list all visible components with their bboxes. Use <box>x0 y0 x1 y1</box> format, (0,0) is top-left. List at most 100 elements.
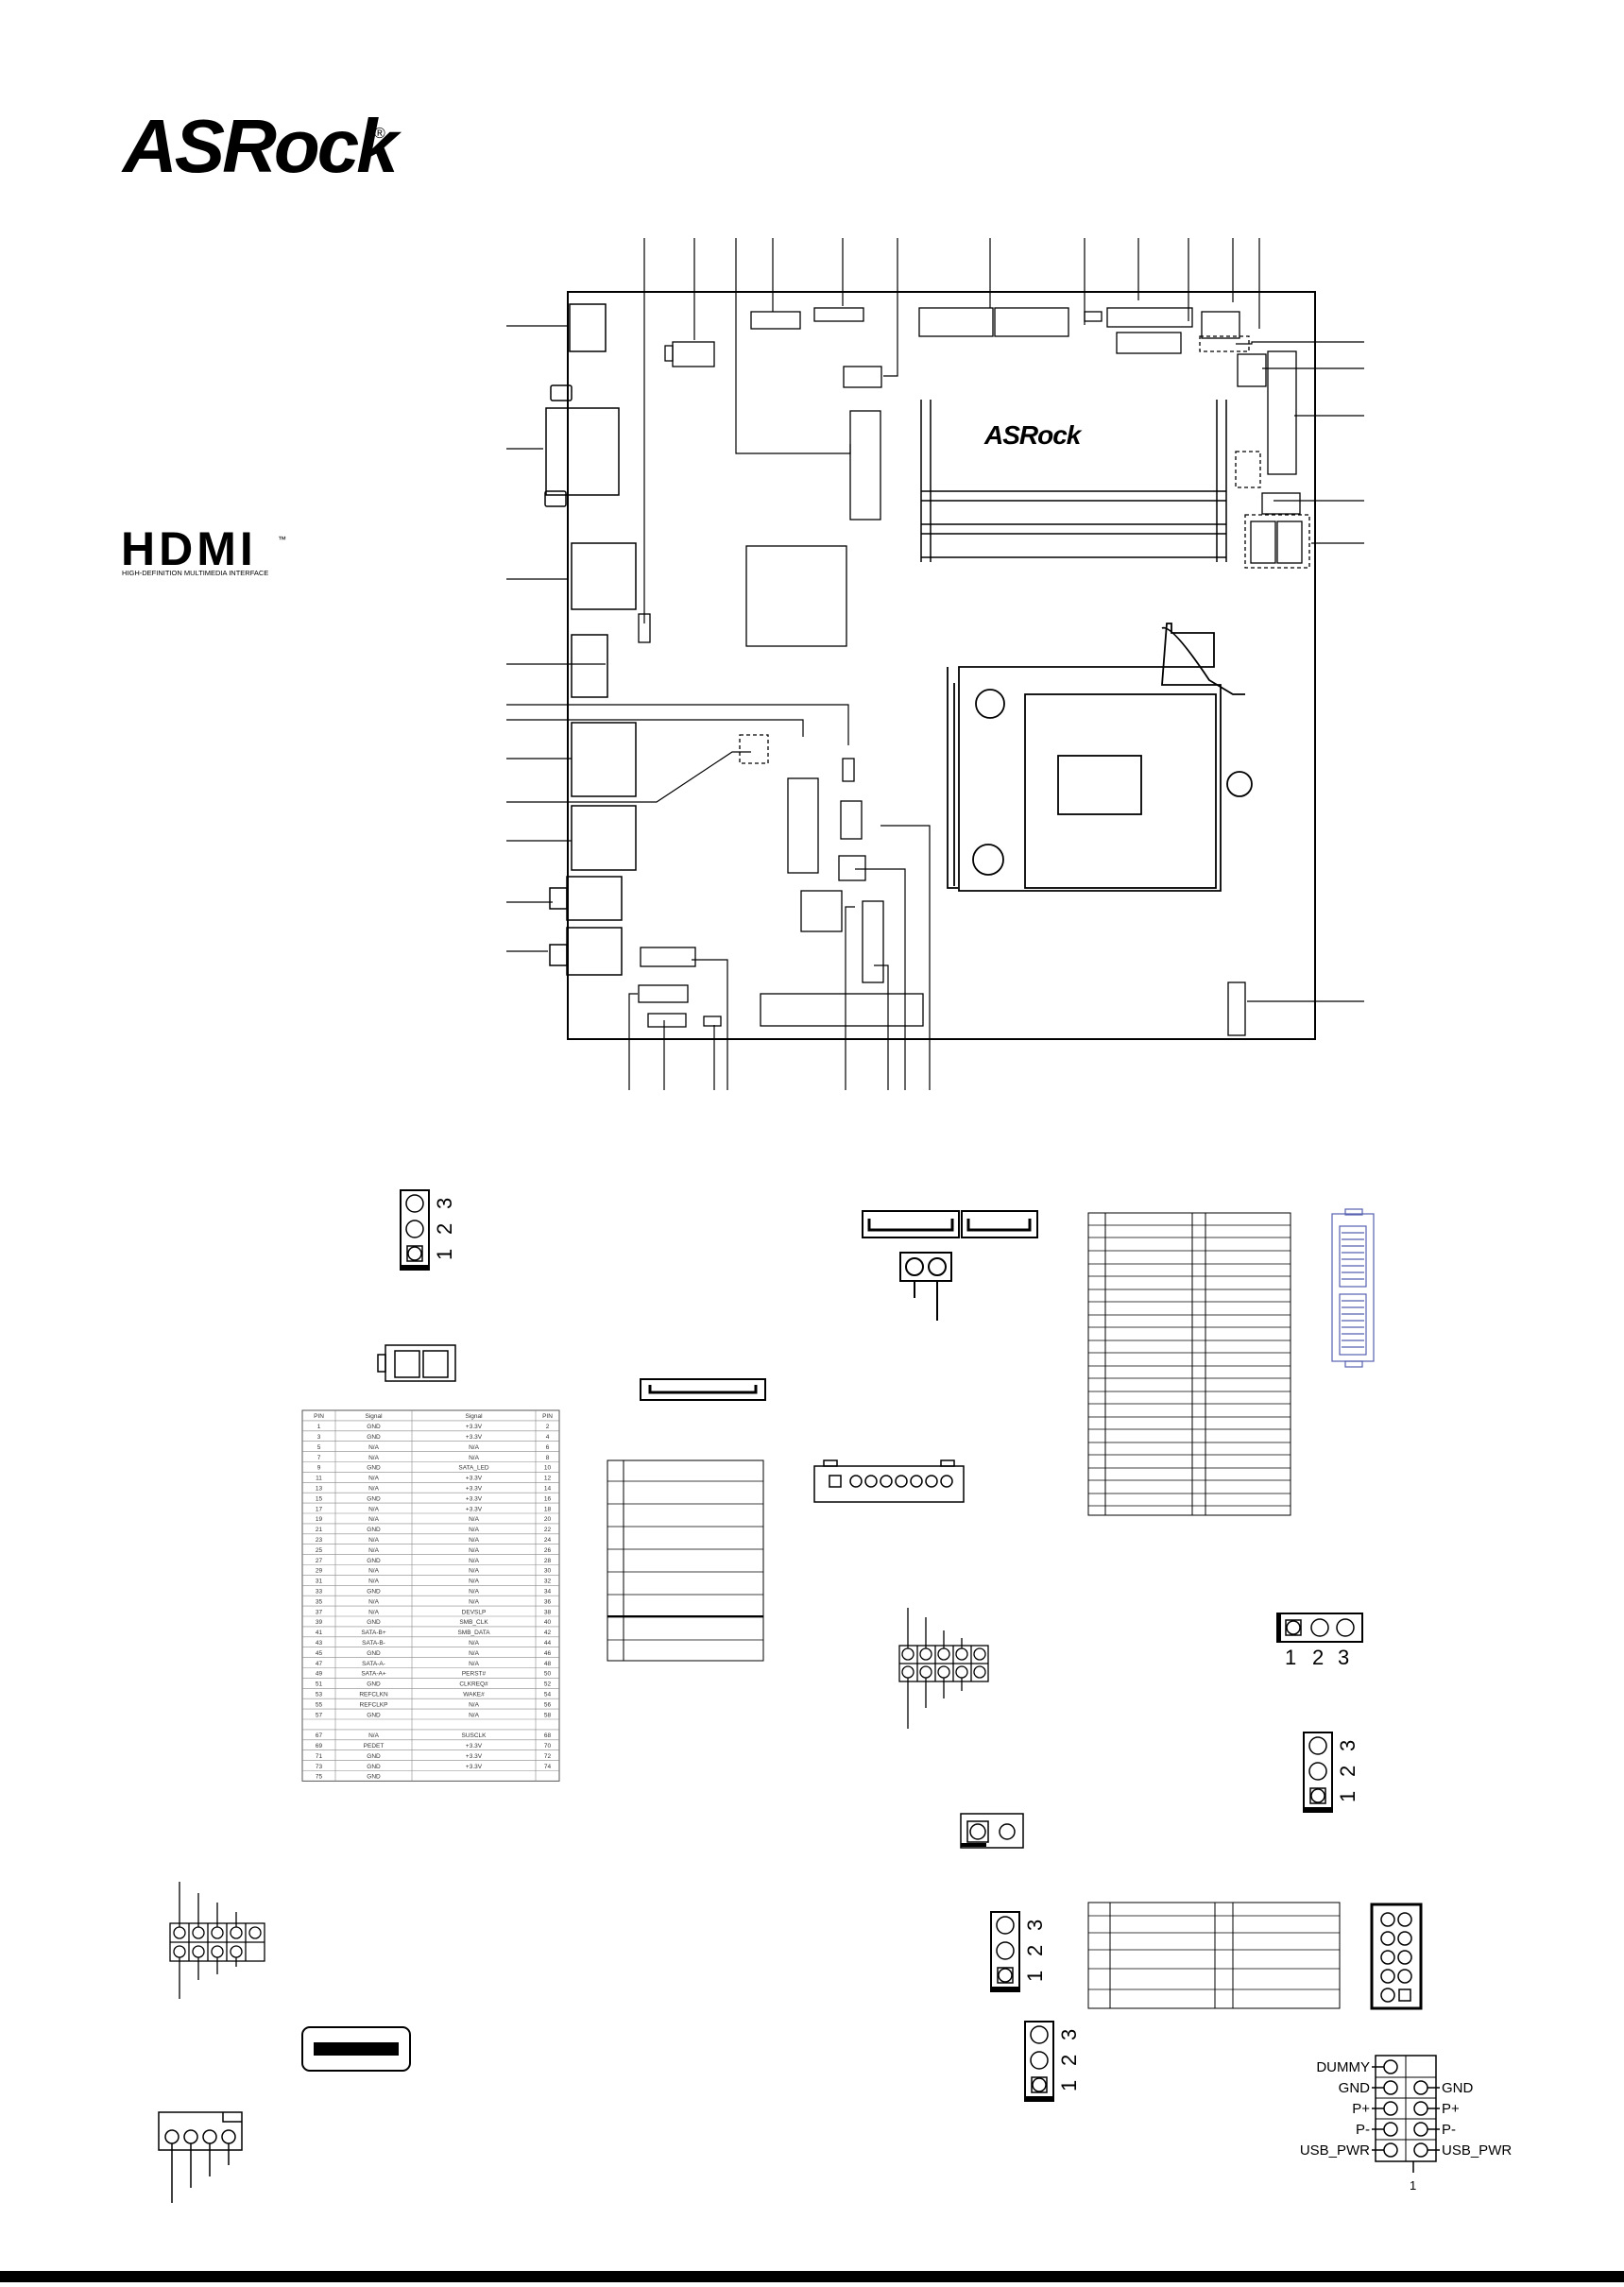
table-cell: 20 <box>544 1516 552 1523</box>
table-cell: N/A <box>469 1712 480 1718</box>
table-header-cell: PIN <box>542 1413 553 1420</box>
table-cell: +3.3V <box>466 1476 483 1482</box>
table-cell: 11 <box>316 1476 322 1482</box>
table-cell: N/A <box>469 1598 480 1605</box>
table-cell: 33 <box>316 1588 323 1595</box>
table-cell: 18 <box>544 1506 552 1512</box>
table-cell: N/A <box>368 1598 380 1605</box>
pin-label-v-c3: 3 <box>1023 1920 1047 1931</box>
asrock-logo: ASRock ® <box>121 104 404 188</box>
vga-port <box>545 407 620 496</box>
table-cell: PERST# <box>462 1671 487 1678</box>
table-cell: N/A <box>368 1506 380 1512</box>
hdmi-port <box>571 634 608 698</box>
right-pin-table <box>1087 1212 1291 1516</box>
usb-port-a <box>571 542 637 610</box>
pin-label-3: 3 <box>1338 1646 1349 1669</box>
table-cell: SMB_CLK <box>459 1619 488 1626</box>
table-cell: SATA-A+ <box>361 1671 386 1678</box>
so-dimm-slot <box>1267 350 1297 475</box>
pin-label-v-d1: 1 <box>1057 2080 1081 2091</box>
table-cell: GND <box>367 1681 381 1688</box>
pin-label-v-b1: 1 <box>1336 1791 1359 1802</box>
table-cell: 55 <box>316 1701 323 1708</box>
power-header-10pin <box>1370 1903 1423 2010</box>
table-cell: 45 <box>316 1650 323 1657</box>
table-cell: +3.3V <box>466 1506 483 1512</box>
table-cell: 34 <box>544 1588 552 1595</box>
bottom-callout-lines <box>628 825 931 1090</box>
table-cell: SATA-A- <box>362 1661 385 1667</box>
table-cell: 67 <box>316 1732 323 1739</box>
header-right-bottom <box>1227 981 1246 1036</box>
table-header-cell: PIN <box>314 1413 324 1420</box>
table-cell: 72 <box>544 1753 552 1760</box>
table-cell: GND <box>367 1424 381 1430</box>
table-cell: 21 <box>316 1527 323 1533</box>
table-cell: 9 <box>317 1465 321 1472</box>
table-cell: N/A <box>368 1485 380 1492</box>
table-cell: 30 <box>544 1568 552 1575</box>
table-cell: 48 <box>544 1661 552 1667</box>
footer-rule <box>0 2271 1624 2282</box>
hdmi-logo-text: HDMI <box>121 522 257 575</box>
fan-header-detail <box>158 2111 243 2203</box>
cpu-fan-header <box>840 800 863 840</box>
table-cell: N/A <box>469 1444 480 1451</box>
table-cell: 43 <box>316 1640 323 1647</box>
table-cell: 26 <box>544 1547 552 1554</box>
table-cell: N/A <box>469 1650 480 1657</box>
table-cell: +3.3V <box>466 1764 483 1770</box>
table-cell: 57 <box>316 1712 323 1718</box>
hdmi-tagline: HIGH-DEFINITION MULTIMEDIA INTERFACE <box>122 569 268 577</box>
table-cell: GND <box>367 1588 381 1595</box>
table-cell: CLKREQ# <box>459 1681 488 1688</box>
cpu-socket <box>947 623 1253 892</box>
table-header-cell: Signal <box>365 1413 383 1420</box>
table-cell: SMB_DATA <box>457 1630 490 1636</box>
table-cell: N/A <box>368 1444 380 1451</box>
table-cell: 51 <box>316 1681 323 1688</box>
table-cell: 50 <box>544 1671 552 1678</box>
fan-header-a <box>843 366 882 388</box>
usb-label-pwr-left: USB_PWR <box>1300 2142 1370 2159</box>
small-chip <box>800 890 843 932</box>
table-cell: +3.3V <box>466 1434 483 1441</box>
table-cell: N/A <box>368 1455 380 1461</box>
table-cell: GND <box>367 1619 381 1626</box>
table-cell: N/A <box>368 1732 380 1739</box>
table-cell: 8 <box>546 1455 550 1461</box>
table-cell: 16 <box>544 1495 552 1502</box>
table-cell: 12 <box>544 1476 552 1482</box>
board-logo-text: ASRock <box>983 420 1083 450</box>
table-cell: N/A <box>469 1537 480 1544</box>
table-cell: 75 <box>316 1774 323 1781</box>
table-cell: 73 <box>316 1764 323 1770</box>
table-cell: N/A <box>368 1609 380 1615</box>
table-cell: 3 <box>317 1434 321 1441</box>
mini-pcie <box>1106 307 1193 328</box>
table-cell: N/A <box>469 1640 480 1647</box>
audio-header-detail <box>169 1882 265 1999</box>
pin-label-v-c1: 1 <box>1023 1971 1047 1982</box>
table-cell: N/A <box>368 1476 380 1482</box>
pin-label-v-d2: 2 <box>1057 2055 1081 2066</box>
top-callout-lines <box>643 238 1260 623</box>
jumper-mid <box>739 734 769 764</box>
board-components <box>638 307 1310 1036</box>
table-cell: N/A <box>469 1568 480 1575</box>
usb-label-pplus-left: P+ <box>1352 2101 1370 2117</box>
table-cell: 74 <box>544 1764 552 1770</box>
table-cell: 49 <box>316 1671 323 1678</box>
table-cell: GND <box>367 1774 381 1781</box>
header-right-b <box>1235 451 1261 488</box>
table-cell: REFCLKP <box>360 1701 388 1708</box>
table-cell: N/A <box>469 1547 480 1554</box>
table-cell: N/A <box>469 1527 480 1533</box>
jumper-3pin-vertical-c <box>990 1911 1020 1992</box>
table-cell: +3.3V <box>466 1753 483 1760</box>
audio-jack-b <box>566 927 623 976</box>
table-cell: 1 <box>317 1424 321 1430</box>
